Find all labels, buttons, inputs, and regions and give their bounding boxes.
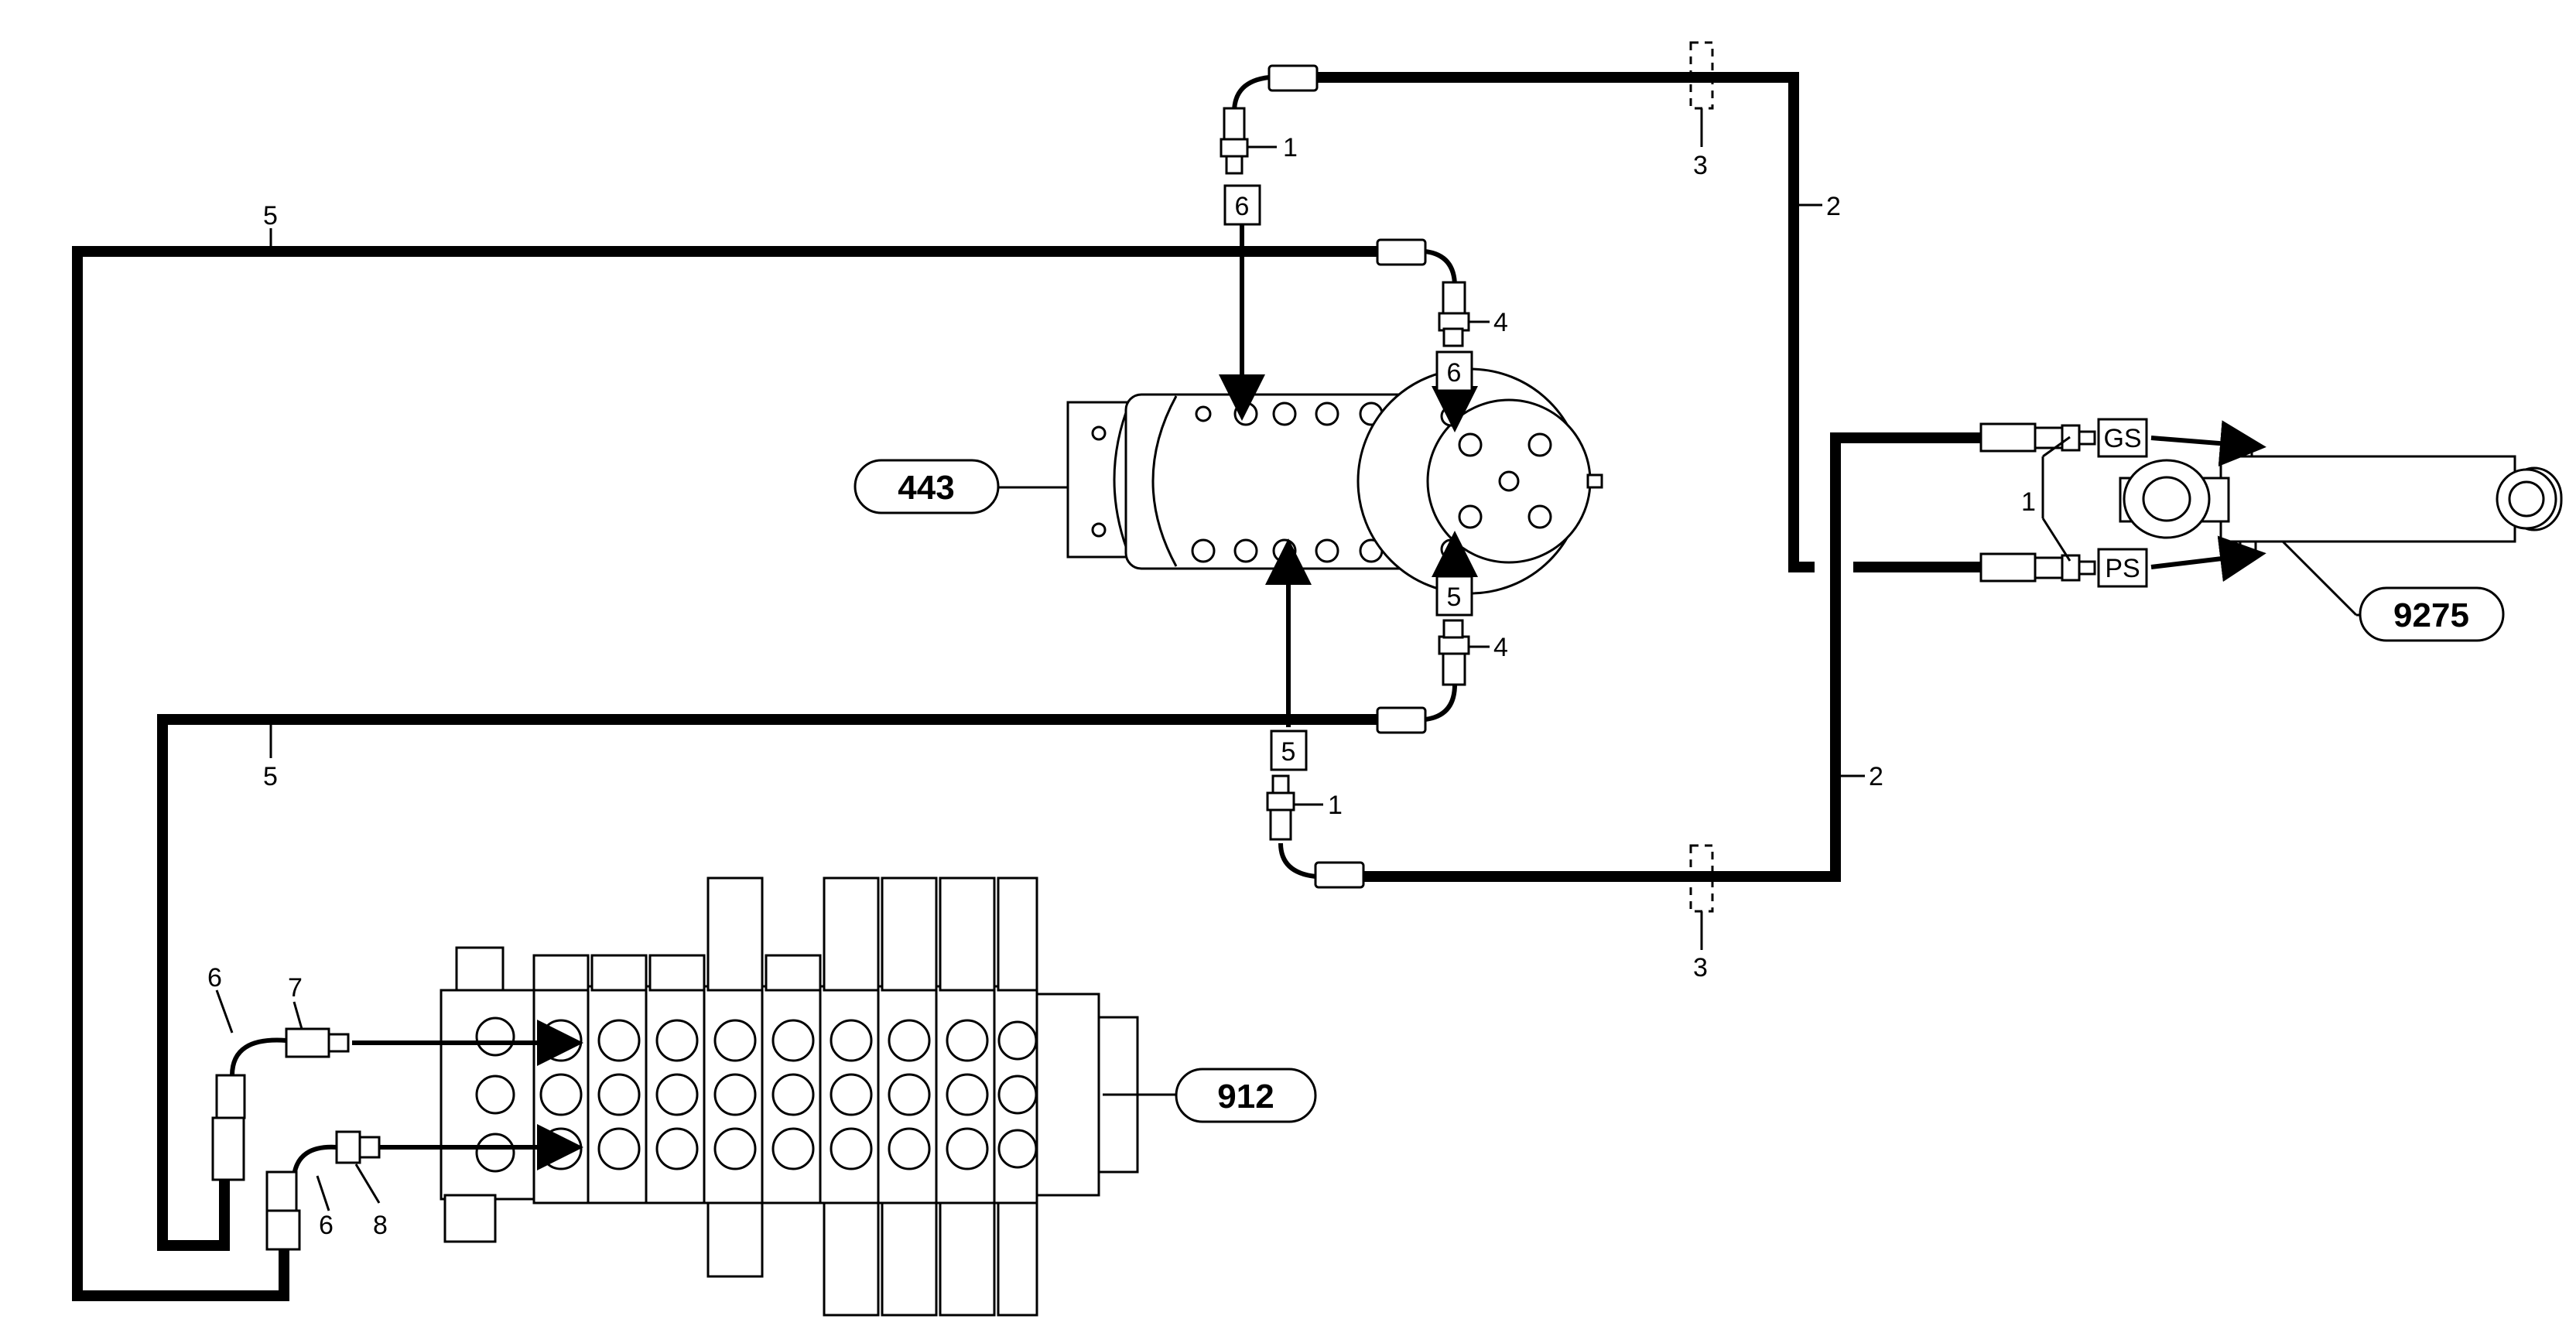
callout-2-bottom: 2 [1869, 762, 1883, 791]
line-2-upper [1315, 72, 1815, 572]
leader-lines [215, 145, 2360, 1211]
valve-block-label: 912 [1217, 1078, 1274, 1116]
callout-4-top: 4 [1493, 308, 1508, 337]
port-box-gs: GS [2103, 424, 2141, 453]
callout-6-left: 6 [207, 963, 222, 993]
port-boxes: 6 6 5 5 GS PS [1223, 184, 2148, 771]
callout-1-cylinder: 1 [2021, 487, 2036, 517]
hydraulic-cylinder-9275 [2119, 439, 2563, 617]
callout-7: 7 [288, 973, 303, 1003]
callout-1-bottom: 1 [1328, 791, 1343, 820]
motor-label: 443 [898, 469, 954, 507]
callout-3-top: 3 [1693, 151, 1708, 180]
callout-4-bottom: 4 [1493, 633, 1508, 662]
callout-3-bottom: 3 [1693, 953, 1708, 982]
port-box-ps: PS [2105, 554, 2140, 583]
valve-ports [539, 1019, 1038, 1170]
callout-8: 8 [373, 1211, 388, 1240]
valve-block-912 [440, 876, 1176, 1317]
hydraulic-motor-443 [1066, 367, 1603, 595]
callout-numbers: 1 1 1 2 2 3 3 4 4 5 5 6 6 7 8 [207, 133, 2036, 1240]
line-5-outer [72, 246, 1377, 1301]
flow-arrows [352, 224, 2266, 1170]
hydraulic-lines [72, 72, 1981, 1301]
valve-sections [532, 876, 1038, 1317]
component-labels: 443 9275 912 [854, 459, 2505, 1123]
line-2-lower [1346, 432, 1981, 882]
cylinder-label: 9275 [2393, 596, 2469, 634]
port-box-6-left: 6 [1235, 192, 1250, 221]
port-box-5-left: 5 [1281, 737, 1296, 767]
callout-5-mid: 5 [263, 762, 278, 791]
port-box-5-right: 5 [1447, 583, 1462, 612]
line-5-inner [157, 714, 1377, 1251]
callout-6-left-lower: 6 [319, 1211, 334, 1240]
fittings [211, 41, 2096, 1251]
callout-5-top: 5 [263, 201, 278, 231]
port-box-6-right: 6 [1447, 358, 1462, 388]
callout-1-top: 1 [1283, 133, 1298, 162]
callout-2-top: 2 [1826, 192, 1841, 221]
